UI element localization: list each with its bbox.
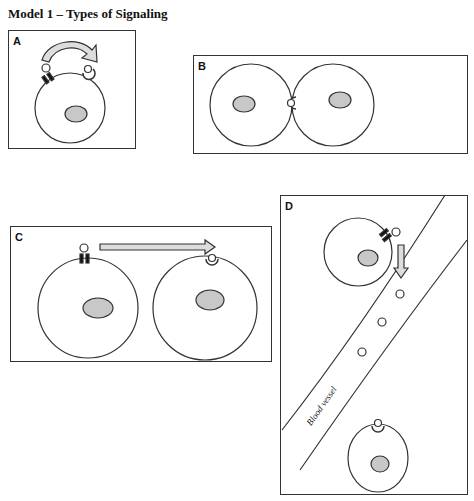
endocrine-system [358,348,366,356]
signaling-panel: C [10,226,272,362]
paracrine-cells [209,255,216,262]
blood-vessel-wall [282,195,445,430]
autocrine-cell [42,76,49,84]
contact-cells [210,64,292,146]
paracrine-cells [80,254,83,263]
paracrine-cells [38,258,138,358]
paracrine-cells [100,240,215,254]
autocrine-cell [35,42,105,143]
autocrine-cell [65,106,87,122]
contact-cells [329,92,351,108]
signaling-panel: A [8,30,136,149]
paracrine-cells [196,290,224,310]
contact-cells [292,64,374,146]
figure-title: Model 1 – Types of Signaling [8,6,168,22]
contact-cells [288,100,295,107]
panel-letter: D [285,200,293,212]
panel-letter: A [13,35,21,47]
panel-letter: B [198,60,206,72]
autocrine-cell [42,42,97,62]
paracrine-cells [38,240,257,360]
endocrine-system [348,424,408,492]
autocrine-cell [35,73,105,143]
endocrine-system [371,456,389,472]
signaling-panel: D [280,195,468,495]
paracrine-cells [83,298,113,318]
autocrine-cell [42,64,50,72]
paracrine-cells [80,244,88,252]
autocrine-cell [47,73,54,81]
endocrine-system [358,250,378,266]
paracrine-cells [86,254,89,263]
panel-letter: C [15,231,23,243]
endocrine-system [394,245,408,278]
paracrine-cells [153,256,257,360]
endocrine-system [383,234,392,242]
contact-cells [210,64,374,146]
endocrine-system [282,195,467,492]
contact-cells [233,96,255,112]
endocrine-system [396,290,404,298]
endocrine-system [324,218,392,286]
endocrine-system [375,420,382,427]
autocrine-cell [85,66,92,73]
endocrine-system [378,318,386,326]
endocrine-system [392,228,400,236]
signaling-panel: B [193,55,468,154]
